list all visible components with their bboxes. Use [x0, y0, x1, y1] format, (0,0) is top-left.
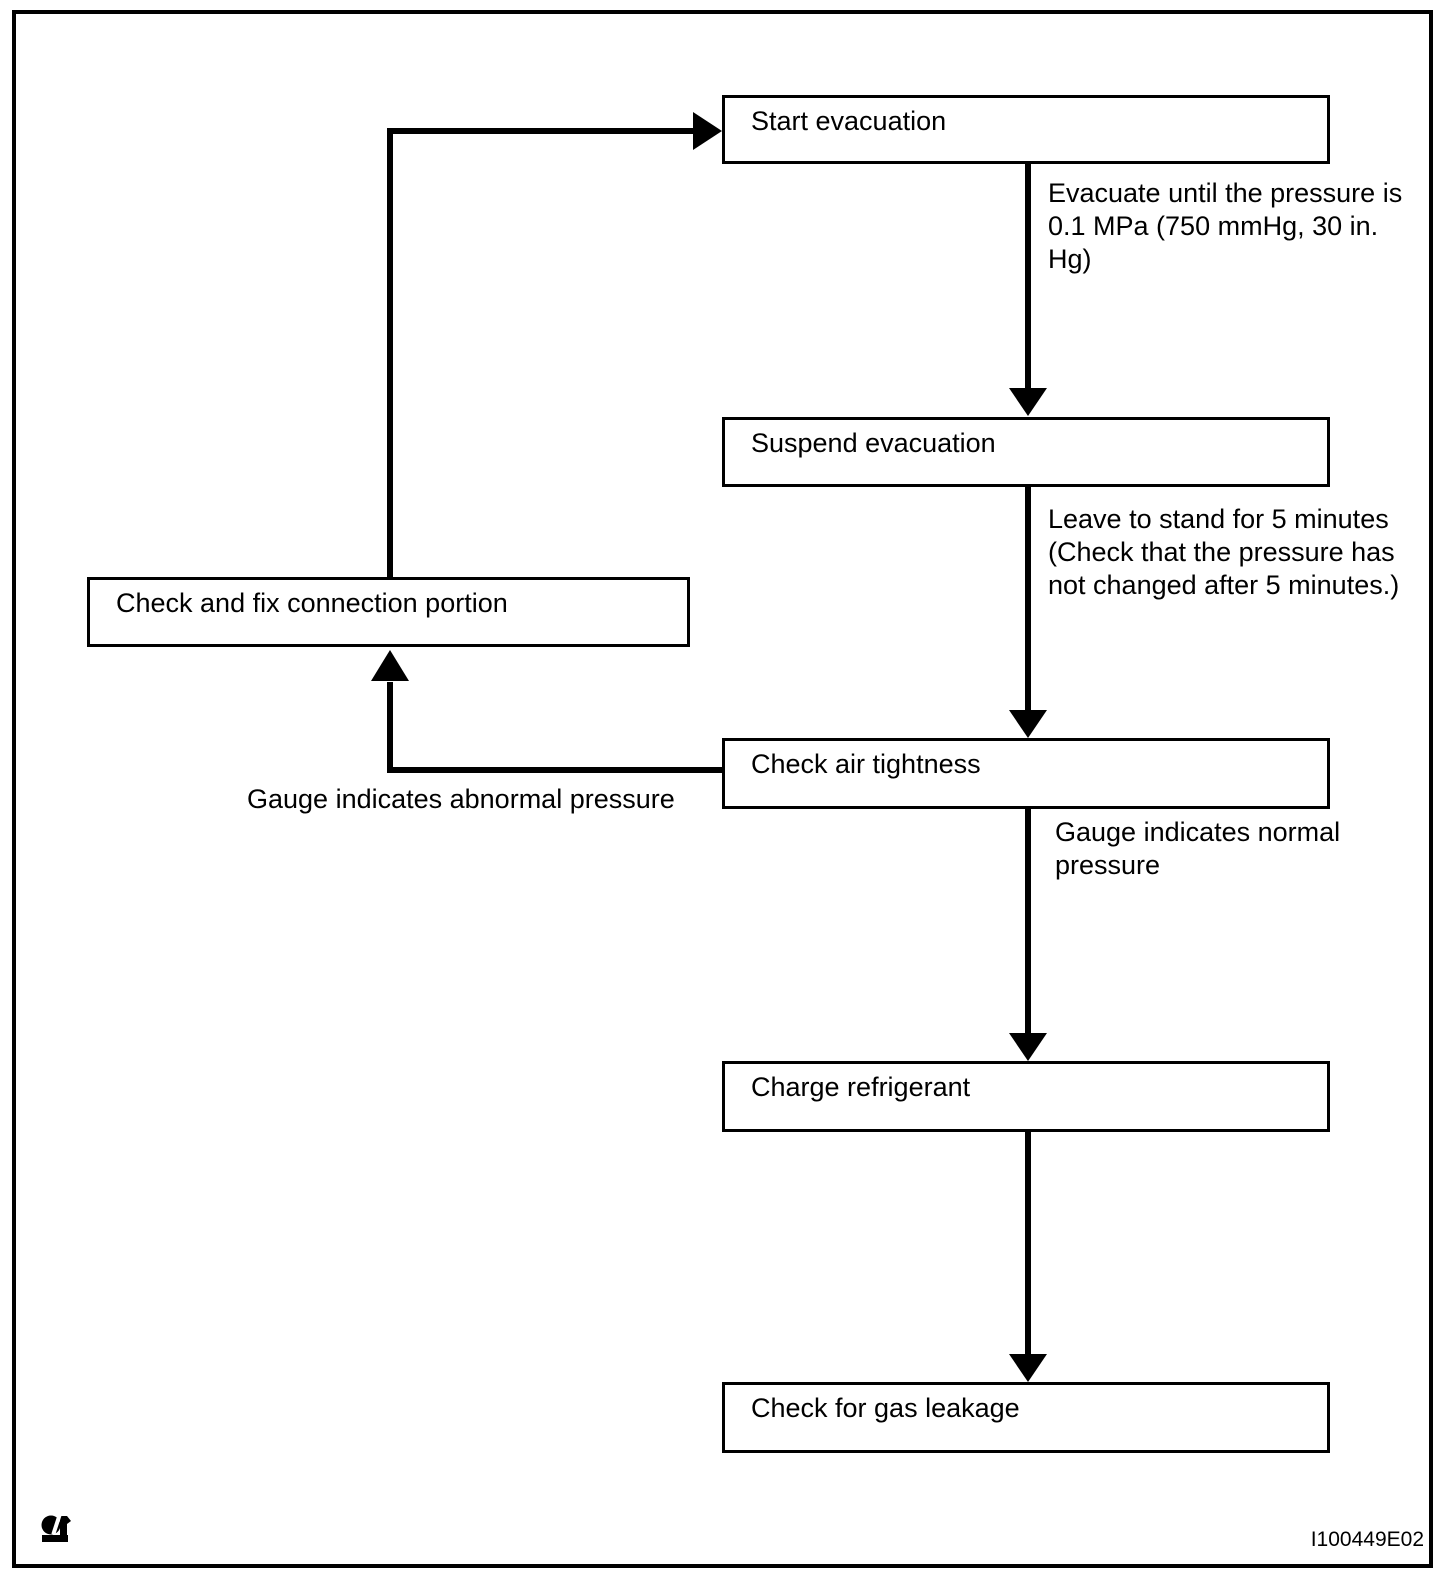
node-check-for-gas-leakage-label: Check for gas leakage	[751, 1393, 1020, 1423]
edge-label-gauge-normal: Gauge indicates normal pressure	[1055, 817, 1341, 880]
node-start-evacuation-label: Start evacuation	[751, 106, 947, 136]
node-charge-refrigerant: Charge refrigerant	[722, 1061, 1330, 1132]
node-check-air-tightness-label: Check air tightness	[751, 749, 981, 779]
node-suspend-evacuation: Suspend evacuation	[722, 417, 1330, 487]
figure-code: I100449E02	[1310, 1528, 1424, 1551]
node-suspend-evacuation-label: Suspend evacuation	[751, 428, 996, 458]
node-check-air-tightness: Check air tightness	[722, 738, 1330, 809]
node-check-and-fix-connection-portion-label: Check and fix connection portion	[116, 588, 508, 618]
footnote-pointer-icon	[41, 1513, 71, 1542]
page-border	[12, 10, 1433, 1568]
node-start-evacuation: Start evacuation	[722, 95, 1330, 164]
node-check-and-fix-connection-portion: Check and fix connection portion	[87, 577, 690, 647]
edge-label-evacuate-until: Evacuate until the pressure is 0.1 MPa (…	[1048, 178, 1403, 274]
node-charge-refrigerant-label: Charge refrigerant	[751, 1072, 971, 1102]
edge-label-leave-to-stand: Leave to stand for 5 minutes (Check that…	[1048, 504, 1400, 600]
edge-label-gauge-abnormal: Gauge indicates abnormal pressure	[247, 784, 675, 814]
node-check-for-gas-leakage: Check for gas leakage	[722, 1382, 1330, 1453]
